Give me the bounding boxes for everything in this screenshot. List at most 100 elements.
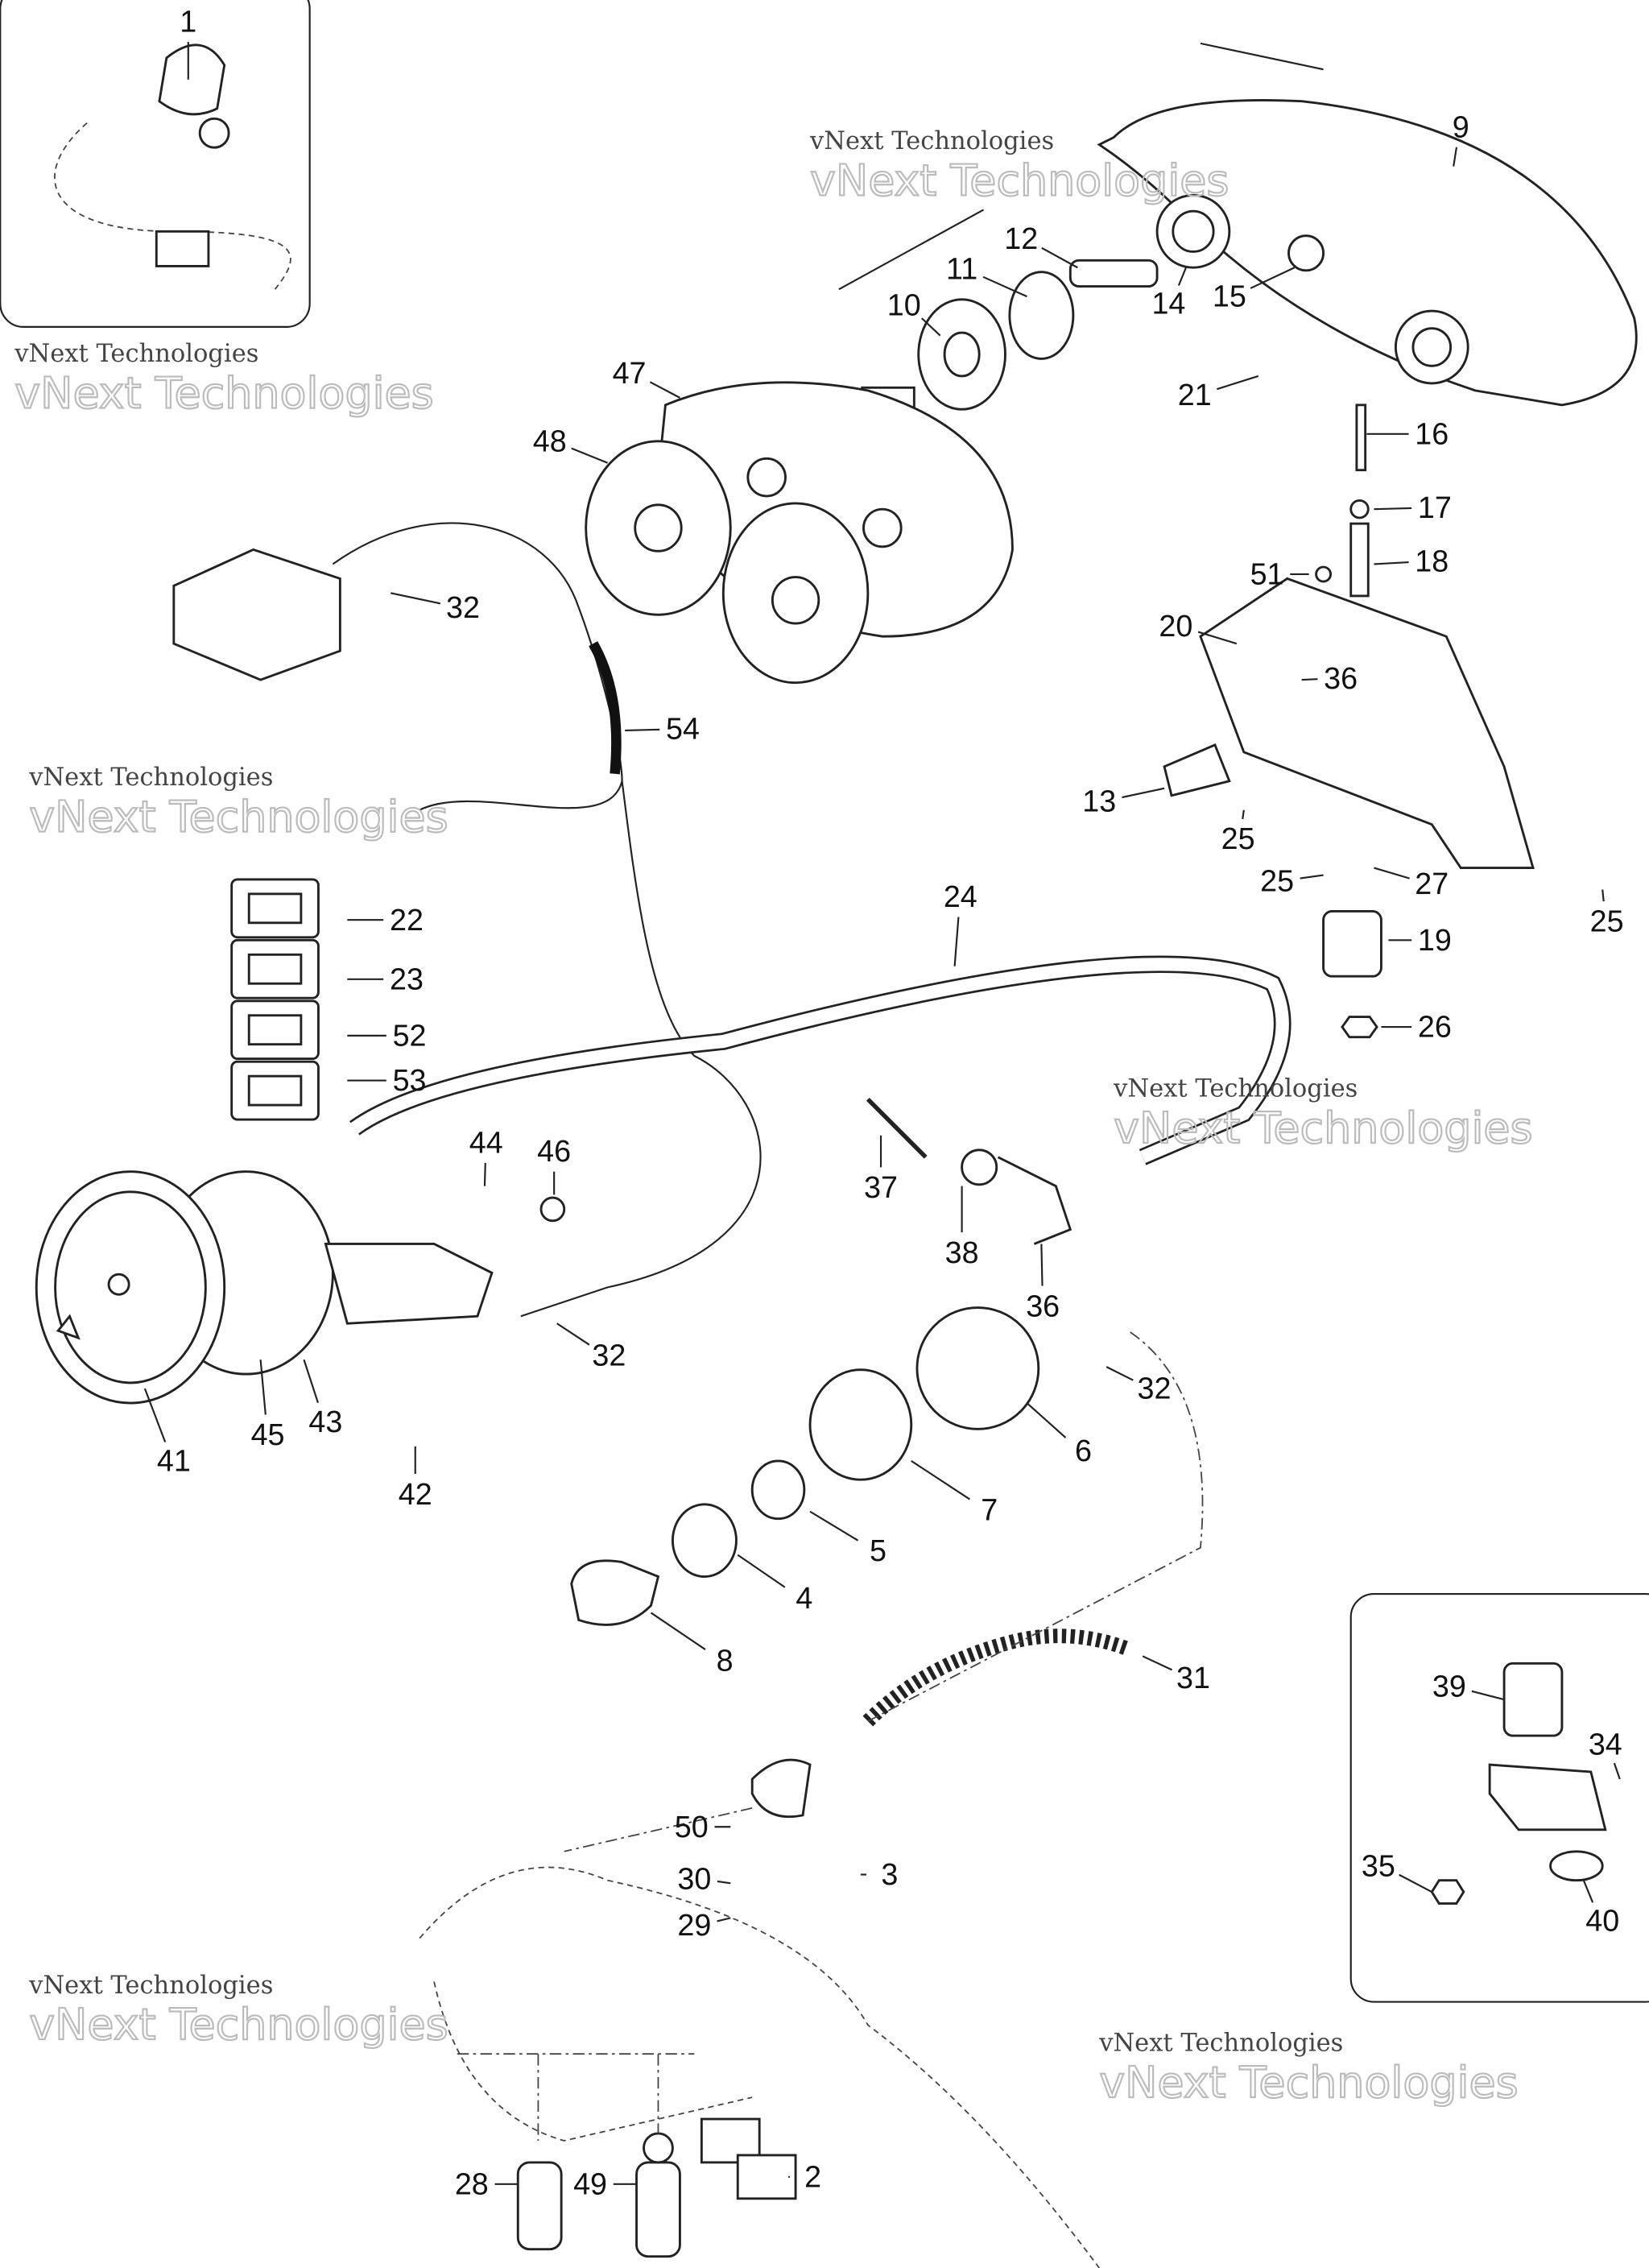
watermark-text: vNext Technologies <box>809 127 1054 155</box>
callout-number: 31 <box>1176 1661 1210 1695</box>
callout-number: 34 <box>1589 1727 1622 1761</box>
callout-number: 52 <box>393 1018 427 1052</box>
callout-number: 44 <box>469 1125 503 1159</box>
callout-number: 15 <box>1213 279 1246 313</box>
callout-52: 52 <box>347 1018 427 1052</box>
callout-number: 13 <box>1082 784 1116 818</box>
watermark-text: vNext Technologies <box>14 340 258 368</box>
callout-15: 15 <box>1213 267 1296 313</box>
callout-42: 42 <box>399 1446 432 1511</box>
leader-line <box>911 1459 971 1500</box>
callout-number: 14 <box>1151 287 1185 321</box>
callout-32: 32 <box>556 1322 626 1372</box>
leader-line <box>717 1917 731 1922</box>
leader-line <box>650 1612 706 1650</box>
callout-number: 10 <box>887 288 921 322</box>
leader-line <box>143 1388 167 1442</box>
leader-line <box>1106 1366 1134 1381</box>
callout-27: 27 <box>1374 867 1449 900</box>
callout-43: 43 <box>303 1359 342 1438</box>
ignition-switch <box>915 1306 1040 1430</box>
callout-number: 24 <box>944 879 977 913</box>
callout-24: 24 <box>944 879 977 966</box>
callout-9: 9 <box>1453 110 1469 167</box>
leader-line <box>303 1359 319 1403</box>
callout-number: 49 <box>573 2167 607 2200</box>
leader-line <box>1040 1244 1044 1286</box>
callout-13: 13 <box>1082 784 1165 818</box>
leader-line <box>1026 1402 1067 1438</box>
leader-line <box>1399 1873 1432 1893</box>
leader-line <box>1122 787 1165 799</box>
callout-number: 28 <box>455 2167 489 2200</box>
callout-37: 37 <box>864 1135 898 1204</box>
leader-line <box>809 1510 859 1542</box>
watermark-outline: vNext Technologies <box>14 367 433 418</box>
callout-number: 41 <box>157 1443 191 1477</box>
callout-number: 23 <box>390 962 424 995</box>
callout-number: 17 <box>1418 490 1452 524</box>
leader-line <box>1374 867 1410 879</box>
leader-line <box>982 275 1027 298</box>
callout-53: 53 <box>347 1063 427 1097</box>
callout-number: 16 <box>1415 416 1449 450</box>
callout-2: 2 <box>788 2159 821 2193</box>
callout-19: 19 <box>1388 923 1452 957</box>
callout-4: 4 <box>737 1554 812 1615</box>
callout-number: 51 <box>1250 557 1284 591</box>
callout-17: 17 <box>1374 490 1452 524</box>
leader-line <box>556 1322 590 1346</box>
leader-line <box>1216 375 1259 391</box>
callout-number: 21 <box>1178 378 1212 412</box>
callout-number: 7 <box>981 1493 998 1527</box>
watermark-text: vNext Technologies <box>1113 1074 1358 1103</box>
callout-10: 10 <box>887 288 941 337</box>
callout-1: 1 <box>180 5 196 80</box>
callout-number: 32 <box>1138 1372 1172 1405</box>
callout-49: 49 <box>573 2167 637 2200</box>
callout-22: 22 <box>347 903 424 937</box>
callout-number: 39 <box>1432 1670 1466 1703</box>
callout-number: 20 <box>1159 609 1192 643</box>
leader-line <box>391 592 441 605</box>
callout-number: 37 <box>864 1170 898 1204</box>
leader-line <box>1374 561 1409 565</box>
callout-number: 1 <box>180 5 196 39</box>
callout-40: 40 <box>1582 1880 1619 1938</box>
leader-line <box>483 1162 486 1186</box>
callout-31: 31 <box>1142 1655 1210 1695</box>
callout-7: 7 <box>911 1459 998 1527</box>
ignition-switch-inset <box>158 43 226 116</box>
callout-number: 22 <box>390 903 424 937</box>
leader-line <box>953 917 960 966</box>
leader-line <box>649 381 680 399</box>
rocker-switches <box>230 878 320 1121</box>
callout-29: 29 <box>677 1908 731 1942</box>
callout-3: 3 <box>860 1857 898 1891</box>
leader-line <box>1242 809 1245 820</box>
callout-number: 8 <box>717 1643 734 1677</box>
callout-number: 43 <box>308 1405 342 1438</box>
callout-23: 23 <box>347 962 424 995</box>
watermark-outline: vNext Technologies <box>810 155 1229 205</box>
callout-number: 25 <box>1260 863 1294 897</box>
callout-34: 34 <box>1589 1727 1622 1780</box>
leader-line <box>1197 631 1238 645</box>
callout-32: 32 <box>1106 1366 1172 1405</box>
inset-box-bottom-right <box>1349 1593 1649 2003</box>
callout-number: 48 <box>533 424 567 457</box>
callout-12: 12 <box>1004 221 1078 269</box>
callout-number: 29 <box>677 1908 711 1942</box>
callout-number: 11 <box>946 252 977 286</box>
gauge <box>35 1170 334 1405</box>
callout-number: 12 <box>1004 221 1038 255</box>
callout-number: 26 <box>1418 1010 1452 1044</box>
leader-line <box>1582 1880 1594 1903</box>
leader-line <box>737 1554 786 1588</box>
callout-number: 3 <box>881 1857 898 1891</box>
callout-54: 54 <box>625 712 700 746</box>
callout-21: 21 <box>1178 375 1259 412</box>
callout-32: 32 <box>391 590 480 624</box>
